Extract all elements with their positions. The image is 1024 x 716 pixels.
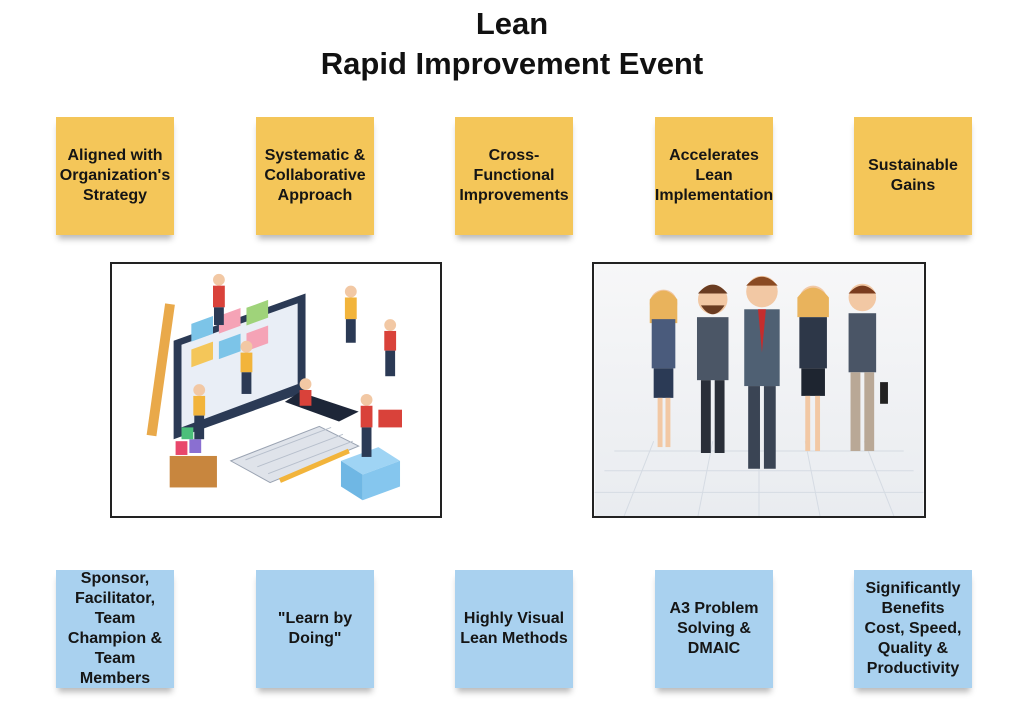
title-line-2: Rapid Improvement Event <box>320 46 704 81</box>
note-line: Solving & <box>677 620 751 637</box>
note-line: Functional <box>473 167 555 184</box>
note-line: Champion & <box>67 630 163 647</box>
note-line: Team Members <box>79 650 151 687</box>
note-line: Productivity <box>866 660 960 677</box>
note-line: Approach <box>277 187 353 204</box>
note-line: Improvements <box>459 187 569 204</box>
note-line: Sustainable <box>868 157 958 174</box>
feature-note-a3-dmaic: A3 Problem Solving & DMAIC <box>655 570 773 688</box>
benefit-note-strategy: Aligned with Organization's Strategy <box>56 117 174 235</box>
note-line: Systematic & <box>264 147 366 164</box>
benefit-note-sustainable: Sustainable Gains <box>854 117 972 235</box>
feature-note-visual-methods: Highly Visual Lean Methods <box>455 570 573 688</box>
note-line: Organization's <box>59 167 171 184</box>
note-line: Lean <box>695 167 733 184</box>
note-line: Significantly <box>865 580 961 597</box>
note-line: Quality & <box>877 640 949 657</box>
note-line: Doing" <box>288 630 342 647</box>
benefit-note-systematic: Systematic & Collaborative Approach <box>256 117 374 235</box>
note-line: Cost, Speed, <box>864 620 962 637</box>
note-line: Lean Methods <box>460 630 568 647</box>
note-line: Highly Visual <box>463 610 565 627</box>
note-line: Aligned with <box>67 147 163 164</box>
note-line: Accelerates <box>669 147 759 164</box>
feature-note-team-roles: Sponsor, Facilitator, Team Champion & Te… <box>56 570 174 688</box>
team-building-dashboard-illustration <box>110 262 442 518</box>
note-line: Benefits <box>881 600 945 617</box>
note-line: Implementation <box>654 187 774 204</box>
feature-note-learn-by-doing: "Learn by Doing" <box>256 570 374 688</box>
note-line: Collaborative <box>264 167 366 184</box>
note-line: DMAIC <box>687 640 741 657</box>
benefit-note-accelerates: Accelerates Lean Implementation <box>655 117 773 235</box>
worker-figures <box>193 273 397 457</box>
note-line: "Learn by <box>277 610 353 627</box>
note-line: Strategy <box>82 187 148 204</box>
benefit-note-cross-functional: Cross- Functional Improvements <box>455 117 573 235</box>
business-people <box>649 275 888 469</box>
note-line: Facilitator, <box>74 590 156 607</box>
business-team-illustration <box>592 262 926 518</box>
right-illustration-svg <box>594 264 924 516</box>
note-line: A3 Problem <box>669 600 759 617</box>
feature-note-benefits: Significantly Benefits Cost, Speed, Qual… <box>854 570 972 688</box>
note-line: Gains <box>890 177 936 194</box>
title-line-1: Lean <box>475 6 549 41</box>
note-line: Team <box>94 610 136 627</box>
note-line: Sponsor, <box>80 570 150 587</box>
left-illustration-svg <box>146 273 402 501</box>
note-line: Cross- <box>488 147 540 164</box>
